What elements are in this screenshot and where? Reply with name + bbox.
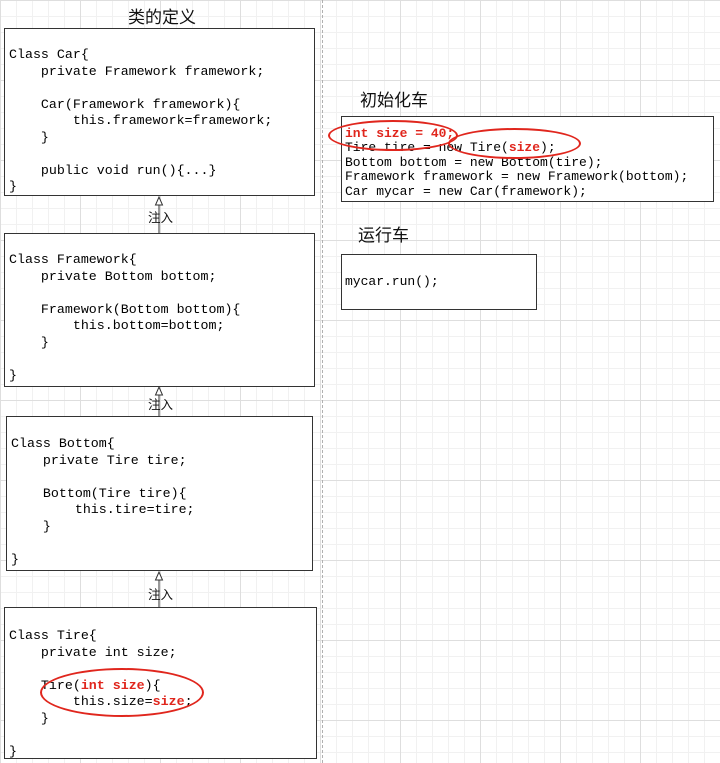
code-line: Tire(int size){ [9,678,312,695]
code-line: } [9,743,17,759]
highlighted-param: size [152,694,185,709]
code-line: } [9,367,17,383]
code-line: this.size=size; [9,694,312,711]
arrow-head [154,195,164,206]
code-line: mycar.run(); [345,274,439,289]
code-text: this.size= [9,694,153,709]
code-line: this.tire=tire; [11,502,195,517]
run-code-box: mycar.run(); [341,254,537,310]
code-text: ){ [144,677,161,693]
code-line: Bottom bottom = new Bottom(tire); [345,154,603,170]
tire-class-box: Class Tire{ private int size; Tire(int s… [4,607,317,759]
column-divider [322,0,323,763]
code-text: ); [540,140,556,156]
code-text: Tire( [9,677,81,693]
code-line: this.bottom=bottom; [9,318,225,333]
bottom-class-box: Class Bottom{ private Tire tire; Bottom(… [6,416,313,571]
code-line [11,469,308,486]
code-line: private Tire tire; [11,452,187,468]
code-line [9,146,310,163]
code-line [11,535,308,552]
code-line: Class Car{ [9,47,89,62]
code-line: Class Bottom{ [11,436,115,451]
code-line: public void run(){...} [9,162,217,178]
inject-label: 注入 [148,397,174,412]
init-code-box: int size = 40; Tire tire = new Tire(size… [341,116,714,202]
code-line: } [9,334,49,350]
code-line: Framework(Bottom bottom){ [9,301,241,317]
highlighted-param: size [508,140,541,156]
code-line [9,351,310,368]
class-definition-title: 类的定义 [128,8,196,28]
framework-class-box: Class Framework{ private Bottom bottom; … [4,233,315,387]
code-line: Bottom(Tire tire){ [11,485,187,501]
code-line: Car(Framework framework){ [9,96,241,112]
code-line: Car mycar = new Car(framework); [345,183,587,199]
inject-label: 注入 [148,587,174,602]
code-line: private int size; [9,644,177,660]
code-line: } [11,518,51,534]
code-line: Class Framework{ [9,252,137,267]
code-line: Framework framework = new Framework(bott… [345,169,689,185]
code-line: this.framework=framework; [9,113,273,128]
code-line: } [11,551,19,567]
code-line: Class Tire{ [9,628,97,643]
code-line: private Bottom bottom; [9,268,217,284]
code-line [9,285,310,302]
code-line: private Framework framework; [9,63,265,79]
code-line: int size = 40; [345,126,455,141]
code-line: } [9,179,17,194]
code-line: Tire tire = new Tire(size); [345,141,709,155]
run-car-title: 运行车 [358,226,409,246]
code-line [9,80,310,97]
car-class-box: Class Car{ private Framework framework; … [4,28,315,196]
init-car-title: 初始化车 [360,91,428,111]
arrow-head [154,570,164,581]
code-line [9,661,312,678]
code-text: Tire tire = new Tire( [345,140,509,156]
code-text: ; [184,694,193,709]
inject-label: 注入 [148,210,174,225]
highlighted-param: int size [80,677,145,693]
code-line [9,727,312,744]
code-line: } [9,129,49,145]
code-line: } [9,710,49,726]
